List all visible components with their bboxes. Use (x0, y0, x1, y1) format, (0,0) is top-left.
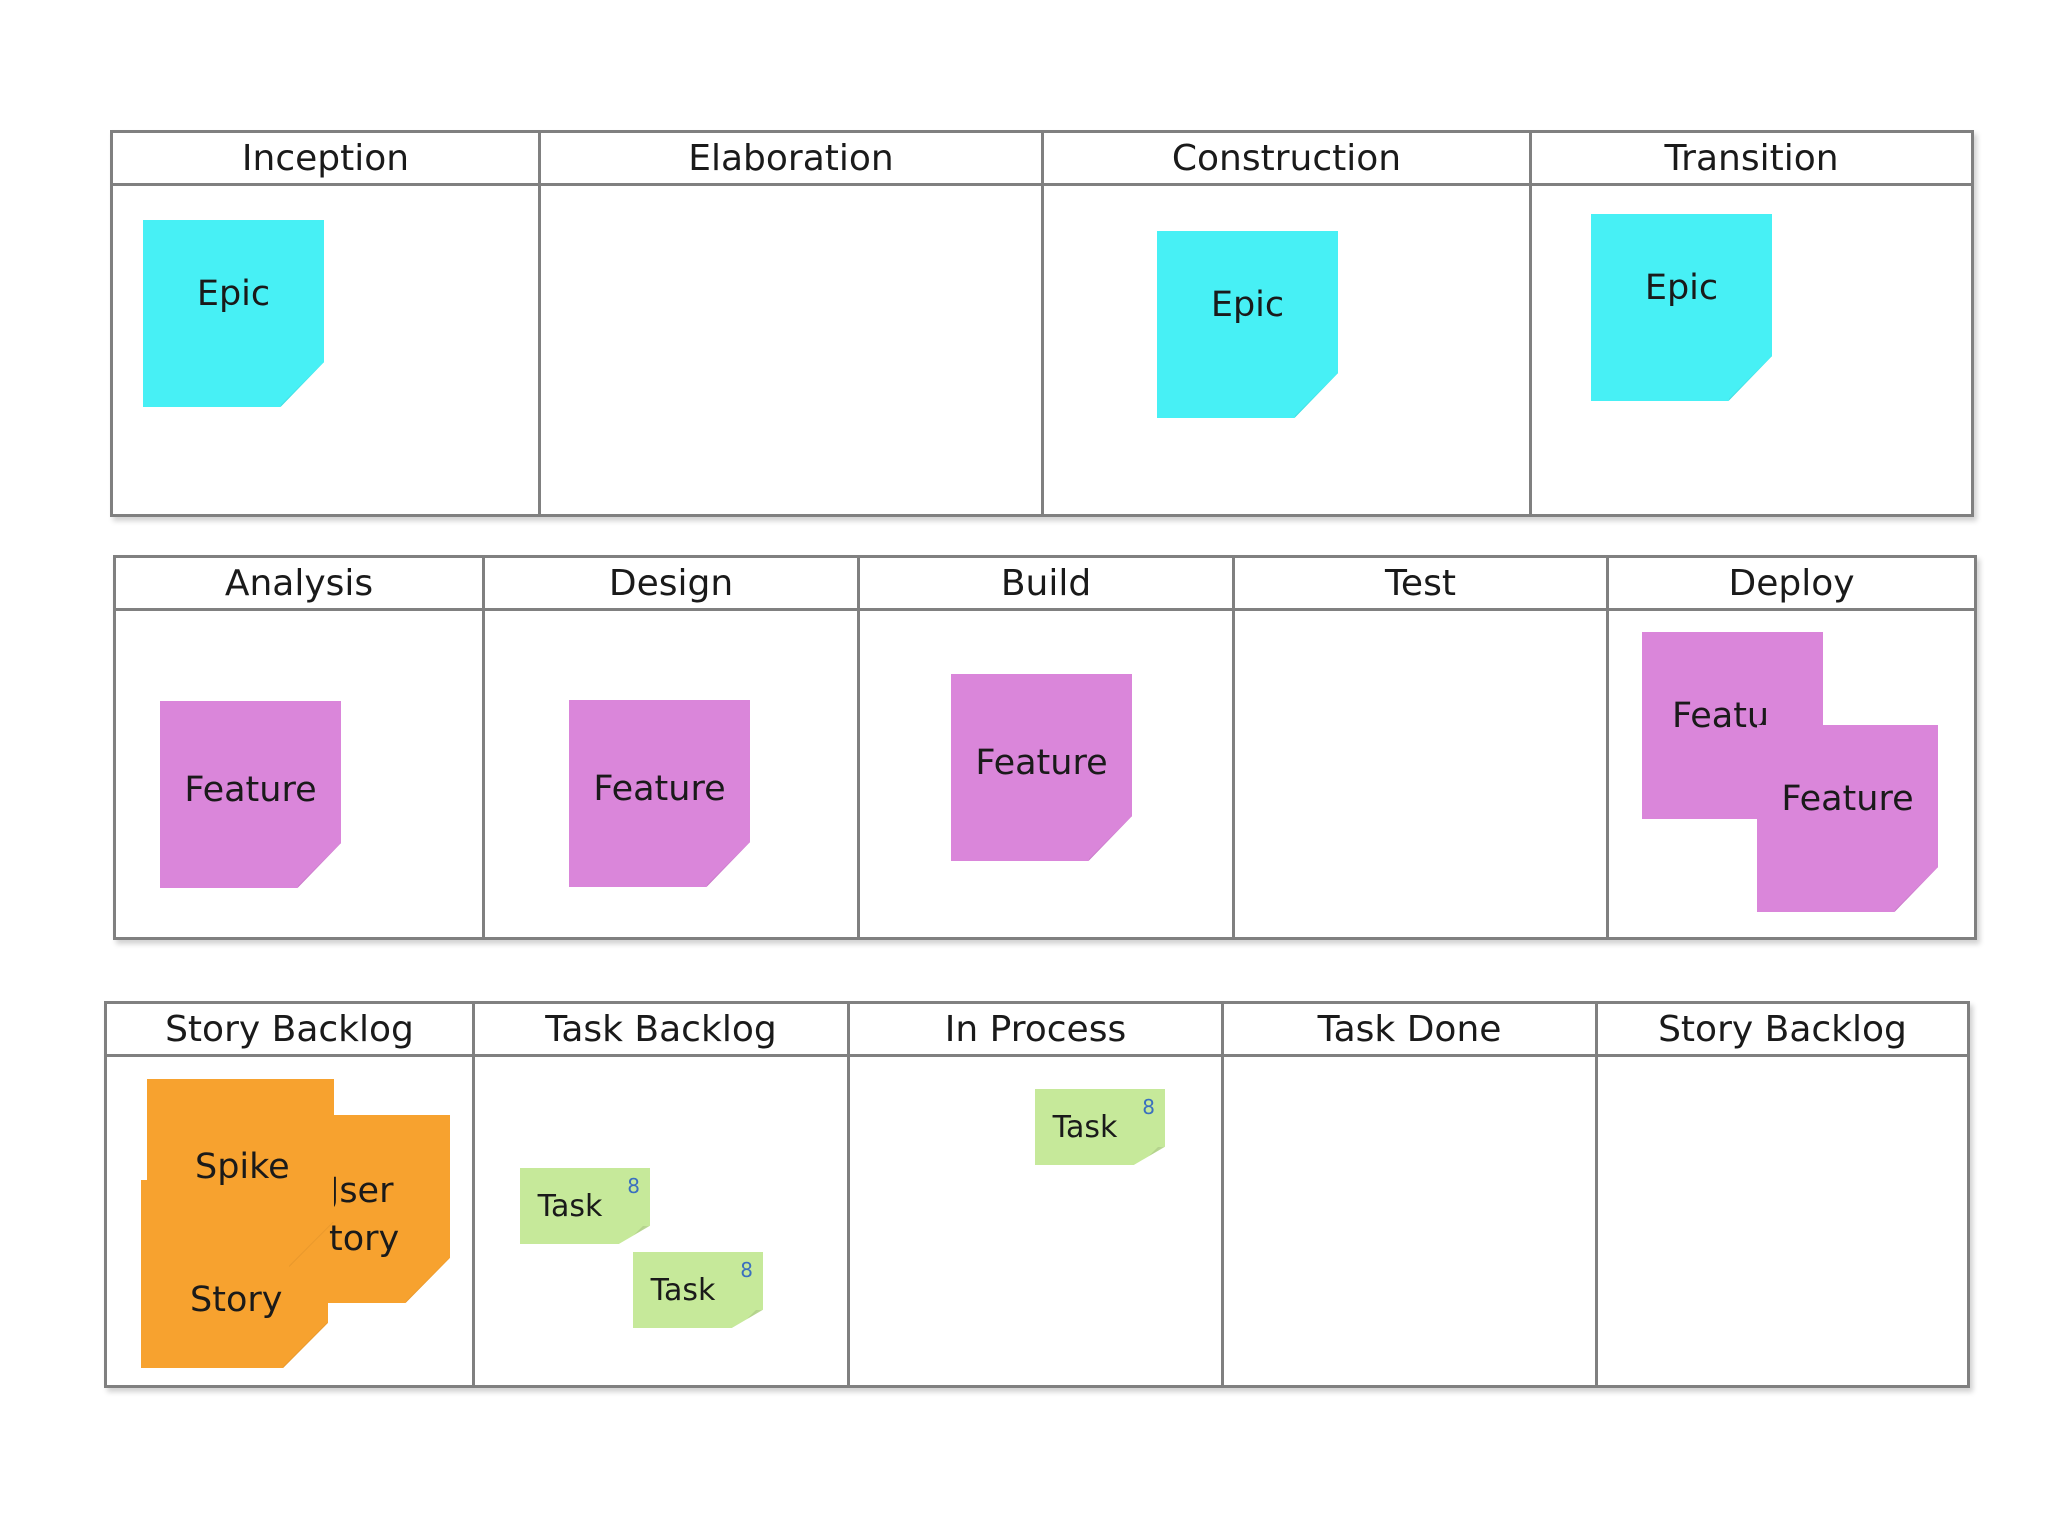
note-label: Feature (1781, 778, 1914, 819)
note-label: Feature (593, 768, 726, 809)
column-header: Design (485, 558, 857, 611)
task-note[interactable]: Task 8 (520, 1168, 650, 1244)
task-note[interactable]: Task 8 (1035, 1089, 1165, 1165)
column-header: Test (1235, 558, 1606, 611)
column-deploy: Deploy (1609, 558, 1974, 937)
note-label: Featu (1672, 695, 1770, 736)
note-label: Epic (1644, 267, 1719, 308)
feature-note-build[interactable]: Feature (951, 674, 1132, 861)
column-header: Elaboration (541, 133, 1041, 186)
column-header: Story Backlog (1598, 1004, 1967, 1057)
column-header: Story Backlog (107, 1004, 472, 1057)
column-header: Transition (1532, 133, 1971, 186)
feature-note-design[interactable]: Feature (569, 700, 750, 887)
column-header: Inception (113, 133, 538, 186)
story-points-badge: 8 (1142, 1095, 1155, 1119)
column-in-process: In Process (850, 1004, 1224, 1385)
column-elaboration: Elaboration (541, 133, 1044, 514)
note-label: Task (650, 1272, 716, 1308)
column-header: Task Backlog (475, 1004, 847, 1057)
note-label: Feature (975, 742, 1108, 783)
spike-note[interactable]: Spike (147, 1079, 334, 1267)
note-label: Feature (184, 769, 317, 810)
note-label: Jser tory (329, 1167, 399, 1263)
column-header: Deploy (1609, 558, 1974, 611)
feature-note-deploy-front[interactable]: Feature (1757, 725, 1938, 912)
column-construction: Construction (1044, 133, 1532, 514)
column-build: Build (860, 558, 1235, 937)
task-note[interactable]: Task 8 (633, 1252, 763, 1328)
column-header: Construction (1044, 133, 1529, 186)
column-test: Test (1235, 558, 1609, 937)
note-label: Epic (1210, 284, 1285, 325)
column-task-done: Task Done (1224, 1004, 1598, 1385)
epic-note-construction[interactable]: Epic (1157, 231, 1338, 418)
story-points-badge: 8 (740, 1258, 753, 1282)
epic-note-transition[interactable]: Epic (1591, 214, 1772, 401)
column-header: Analysis (116, 558, 482, 611)
story-points-badge: 8 (627, 1174, 640, 1198)
column-design: Design (485, 558, 860, 937)
note-label: Task (1052, 1109, 1118, 1145)
column-inception: Inception (113, 133, 541, 514)
column-header: In Process (850, 1004, 1221, 1057)
column-transition: Transition (1532, 133, 1971, 514)
note-label: Task (537, 1188, 603, 1224)
column-task-backlog: Task Backlog (475, 1004, 850, 1385)
epic-note-inception[interactable]: Epic (143, 220, 324, 407)
note-label: Spike (195, 1147, 290, 1187)
note-label: Epic (196, 273, 271, 314)
column-header: Task Done (1224, 1004, 1595, 1057)
note-label-line: tory (329, 1219, 400, 1259)
column-story-backlog: Story Backlog (107, 1004, 475, 1385)
feature-note-analysis[interactable]: Feature (160, 701, 341, 888)
note-label-line: Jser (329, 1171, 394, 1211)
column-header: Build (860, 558, 1232, 611)
column-analysis: Analysis (116, 558, 485, 937)
column-story-backlog-done: Story Backlog (1598, 1004, 1967, 1385)
note-label: Story (190, 1280, 283, 1320)
